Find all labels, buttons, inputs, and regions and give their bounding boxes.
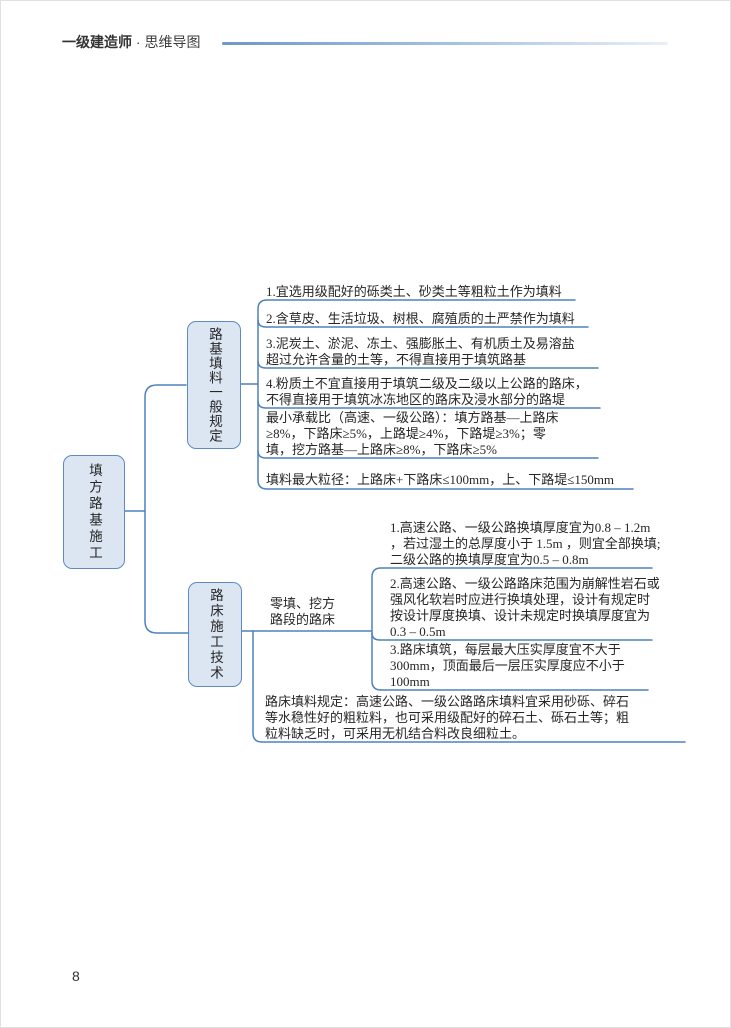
leaf-min-cbr: 最小承载比（高速、一级公路）：填方路基—上路床 ≥8%，下路床≥5%，上路堤≥4… <box>266 410 559 457</box>
header-rule <box>222 42 668 45</box>
header-title: 一级建造师 · 思维导图 <box>62 32 200 52</box>
branch-node-roadbed-fill-rules: 路基填料一般规定 <box>187 321 241 449</box>
b1-leaf2-line <box>257 319 589 328</box>
branch-node-roadbed-construction: 路床施工技术 <box>188 582 242 687</box>
root-node: 填方路基施工 <box>63 455 125 569</box>
b2a-item2-line <box>371 632 653 641</box>
b2-childB-line <box>252 630 686 743</box>
branch-spine <box>144 384 189 634</box>
leaf-fill-rule-2: 2.含草皮、生活垃圾、树根、腐殖质的土严禁作为填料 <box>266 311 575 326</box>
leaf-fill-rule-4: 4.粉质土不宜直接用于填筑二级及二级以上公路的路床， 不得直接用于填筑冰冻地区的… <box>266 376 588 407</box>
b1-leaf-spine <box>257 299 634 490</box>
subtopic-zero-fill-cut-roadbed: 零填、挖方 路段的路床 <box>270 596 336 627</box>
b1-leaf3-line <box>257 360 599 369</box>
b1-leaf5-line <box>257 450 599 459</box>
header-title-rest: · 思维导图 <box>132 34 201 50</box>
leaf-replacement-depth-1: 1.高速公路、一级公路换填厚度宜为0.8 – 1.2m ，若过湿土的总厚度小于 … <box>390 520 661 567</box>
b2a-item-spine <box>371 567 653 691</box>
leaf-roadbed-fill-material-rule: 路床填料规定：高速公路、一级公路路床填料宜采用砂砾、碎石 等水稳性好的粗粒料，也… <box>265 694 630 741</box>
page-number: 8 <box>72 968 80 984</box>
header-title-bold: 一级建造师 <box>62 34 132 50</box>
leaf-fill-rule-1: 1.宜选用级配好的砾类土、砂类土等粗粒土作为填料 <box>266 284 562 299</box>
b1-leaf4-line <box>257 400 601 409</box>
leaf-max-particle-size: 填料最大粒径：上路床+下路床≤100mm，上、下路堤≤150mm <box>266 472 615 487</box>
leaf-replacement-depth-2: 2.高速公路、一级公路路床范围为崩解性岩石或 强风化软岩时应进行换填处理，设计有… <box>390 576 660 639</box>
leaf-fill-rule-3: 3.泥炭土、淤泥、冻土、强膨胀土、有机质土及易溶盐 超过允许含量的土等，不得直接… <box>266 336 575 367</box>
leaf-compaction-thickness: 3.路床填筑，每层最大压实厚度宜不大于 300mm，顶面最后一层压实厚度应不小于… <box>390 642 625 689</box>
